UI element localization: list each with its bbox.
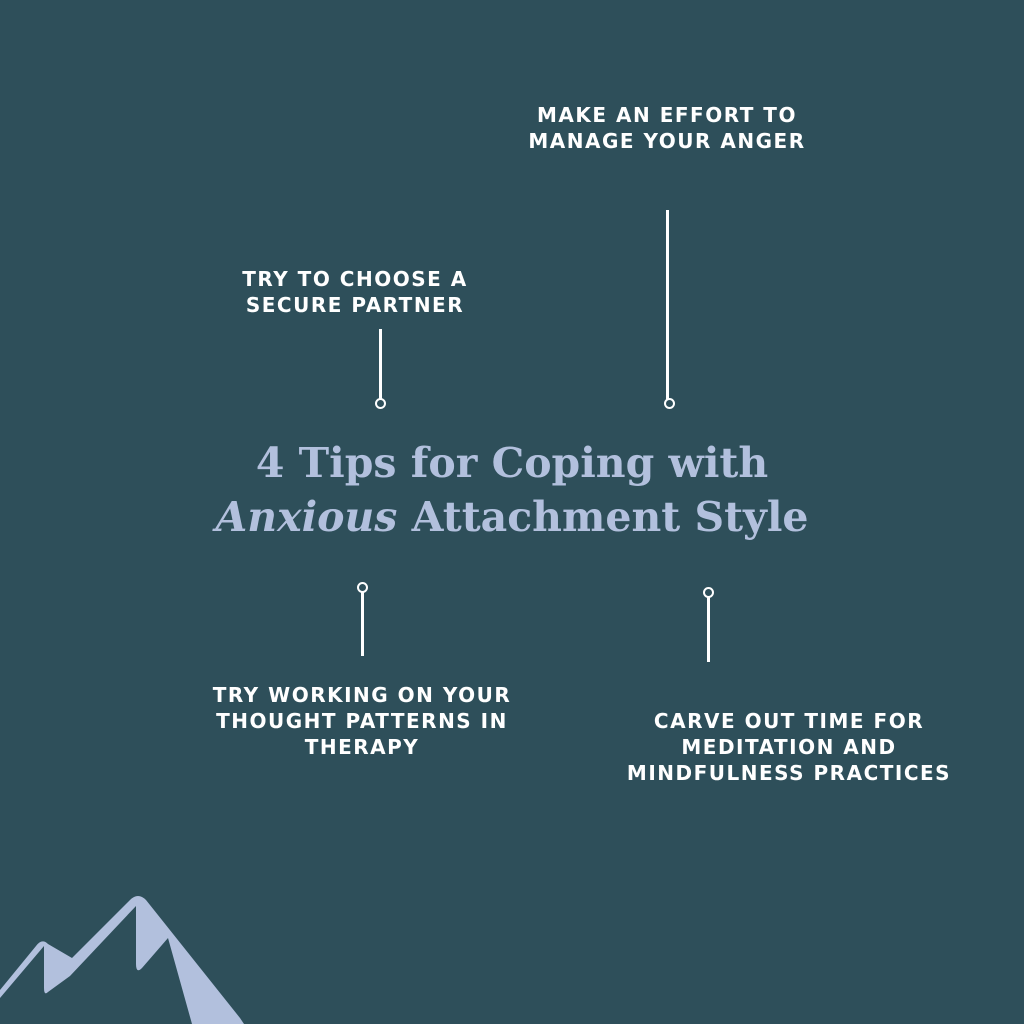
tip-line: TRY TO CHOOSE A bbox=[242, 267, 468, 291]
tip-secure-partner: TRY TO CHOOSE A SECURE PARTNER bbox=[242, 266, 467, 318]
title-line-1: 4 Tips for Coping with bbox=[255, 439, 769, 487]
connector-line bbox=[361, 592, 364, 656]
connector-line bbox=[707, 597, 710, 662]
title-italic-word: Anxious bbox=[215, 493, 398, 541]
tip-line: THOUGHT PATTERNS IN bbox=[216, 709, 508, 733]
mountain-icon bbox=[0, 896, 244, 1024]
tip-line: CARVE OUT TIME FOR bbox=[653, 709, 925, 733]
page-title: 4 Tips for Coping with Anxious Attachmen… bbox=[0, 436, 1024, 544]
title-line-2-rest: Attachment Style bbox=[397, 493, 809, 541]
tip-line: THERAPY bbox=[304, 735, 420, 759]
connector-line bbox=[666, 210, 669, 400]
connector-line bbox=[379, 329, 382, 400]
connector-dot bbox=[664, 398, 675, 409]
tip-meditation: CARVE OUT TIME FOR MEDITATION AND MINDFU… bbox=[627, 708, 951, 786]
tip-thought-patterns: TRY WORKING ON YOUR THOUGHT PATTERNS IN … bbox=[213, 682, 512, 760]
tip-line: SECURE PARTNER bbox=[245, 293, 465, 317]
tip-line: MAKE AN EFFORT TO bbox=[537, 103, 797, 127]
tip-line: MANAGE YOUR ANGER bbox=[528, 129, 806, 153]
connector-dot bbox=[375, 398, 386, 409]
tip-line: MEDITATION AND bbox=[681, 735, 897, 759]
title-line-2: Anxious Attachment Style bbox=[0, 490, 1024, 544]
tip-manage-anger: MAKE AN EFFORT TO MANAGE YOUR ANGER bbox=[528, 102, 805, 154]
tip-line: MINDFULNESS PRACTICES bbox=[626, 761, 952, 785]
tip-line: TRY WORKING ON YOUR bbox=[212, 683, 512, 707]
